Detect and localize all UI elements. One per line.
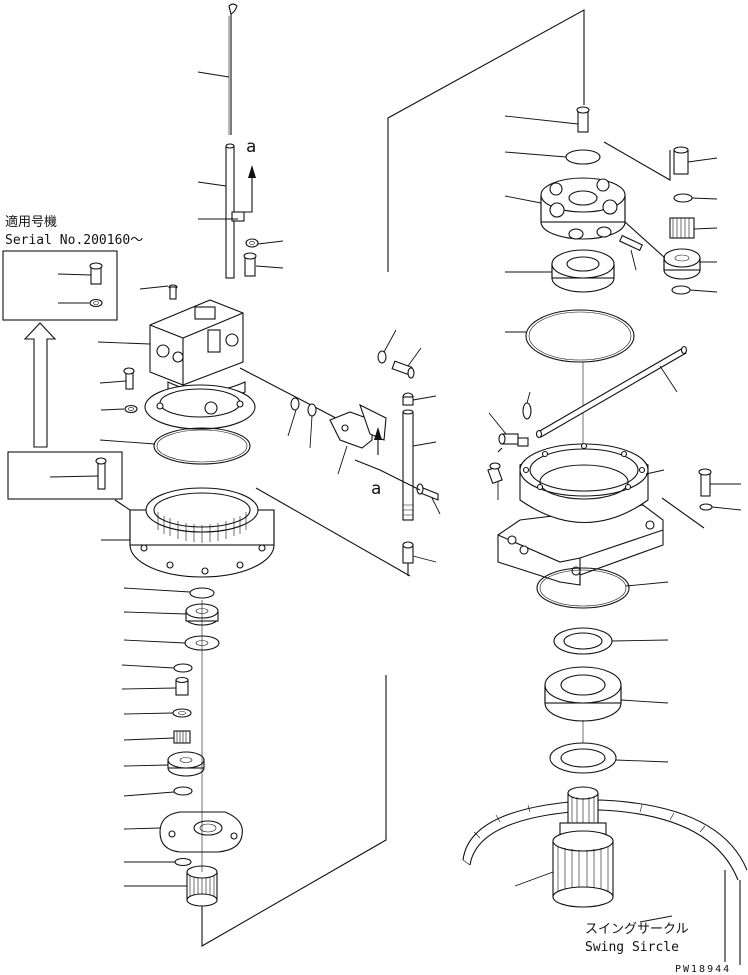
serial-detail-box <box>2 250 118 321</box>
snap-ring-3 <box>174 857 192 867</box>
o-ring-large <box>153 427 251 465</box>
carrier-1 <box>159 811 243 853</box>
thrust-plate <box>549 742 617 774</box>
case-washer <box>699 503 713 511</box>
bracket <box>329 403 387 449</box>
pipe-clamp <box>416 483 439 501</box>
seal-ring <box>553 627 613 655</box>
carrier-dowel <box>619 234 643 252</box>
arrow-marker-mid <box>354 427 421 491</box>
marker-a-top: a <box>246 137 256 157</box>
pinion-shaft <box>552 786 614 908</box>
planet-gear <box>663 248 701 280</box>
washer-3 <box>173 786 193 796</box>
drawing-code: PW18944 <box>675 964 731 975</box>
case-bolt <box>698 468 712 497</box>
hollow-up-arrow <box>23 322 57 448</box>
snap-ring-2 <box>173 663 193 673</box>
dipstick <box>228 3 238 135</box>
lower-bearing <box>544 666 622 722</box>
needle-bearing-2 <box>669 217 695 239</box>
planet-washer-2 <box>671 285 691 295</box>
motor-washer <box>124 404 138 414</box>
pin-1 <box>175 676 189 696</box>
planet-pin <box>673 146 689 175</box>
snap-ring-1 <box>189 587 215 599</box>
top-washer <box>565 149 601 165</box>
planet-carrier <box>540 177 626 240</box>
gear-2 <box>167 751 205 777</box>
swing-circle-jp-label: スイングサークル <box>585 922 689 937</box>
swing-circle <box>462 799 748 965</box>
connector-washer <box>377 350 387 364</box>
pipe-elbow-bottom <box>402 541 414 576</box>
motor-bolt <box>123 367 135 390</box>
fitting-elbow <box>498 433 529 447</box>
o-ring-bottom <box>536 567 630 609</box>
arrow-marker-top <box>240 165 256 213</box>
motor-flange <box>144 384 256 430</box>
long-pipe <box>535 345 688 439</box>
top-bolt <box>576 106 590 133</box>
fitting-plug <box>487 462 503 484</box>
swing-circle-en-label: Swing Sircle <box>585 940 679 955</box>
plug-1 <box>522 402 532 420</box>
o-ring-right <box>525 309 635 363</box>
main-bearing <box>551 249 615 293</box>
connector-bolt <box>391 360 415 379</box>
bolt-detail-box <box>7 451 123 500</box>
pipe-elbow-top <box>402 392 414 406</box>
gauge-pipe <box>225 143 245 279</box>
sun-gear-1 <box>186 865 218 907</box>
marker-a-mid: a <box>371 479 381 499</box>
pipe-bolt-clip <box>243 238 259 277</box>
serial-label: Serial No.200160～ <box>5 233 143 248</box>
applicable-jp-label: 適用号機 <box>5 214 57 230</box>
swing-motor <box>149 284 246 402</box>
planet-washer <box>673 193 693 203</box>
needle-bearing-1 <box>173 730 191 744</box>
drain-pipe <box>402 409 414 521</box>
ring-gear-housing <box>129 487 275 578</box>
swing-machinery-case <box>497 442 664 586</box>
washer-2 <box>172 708 192 718</box>
